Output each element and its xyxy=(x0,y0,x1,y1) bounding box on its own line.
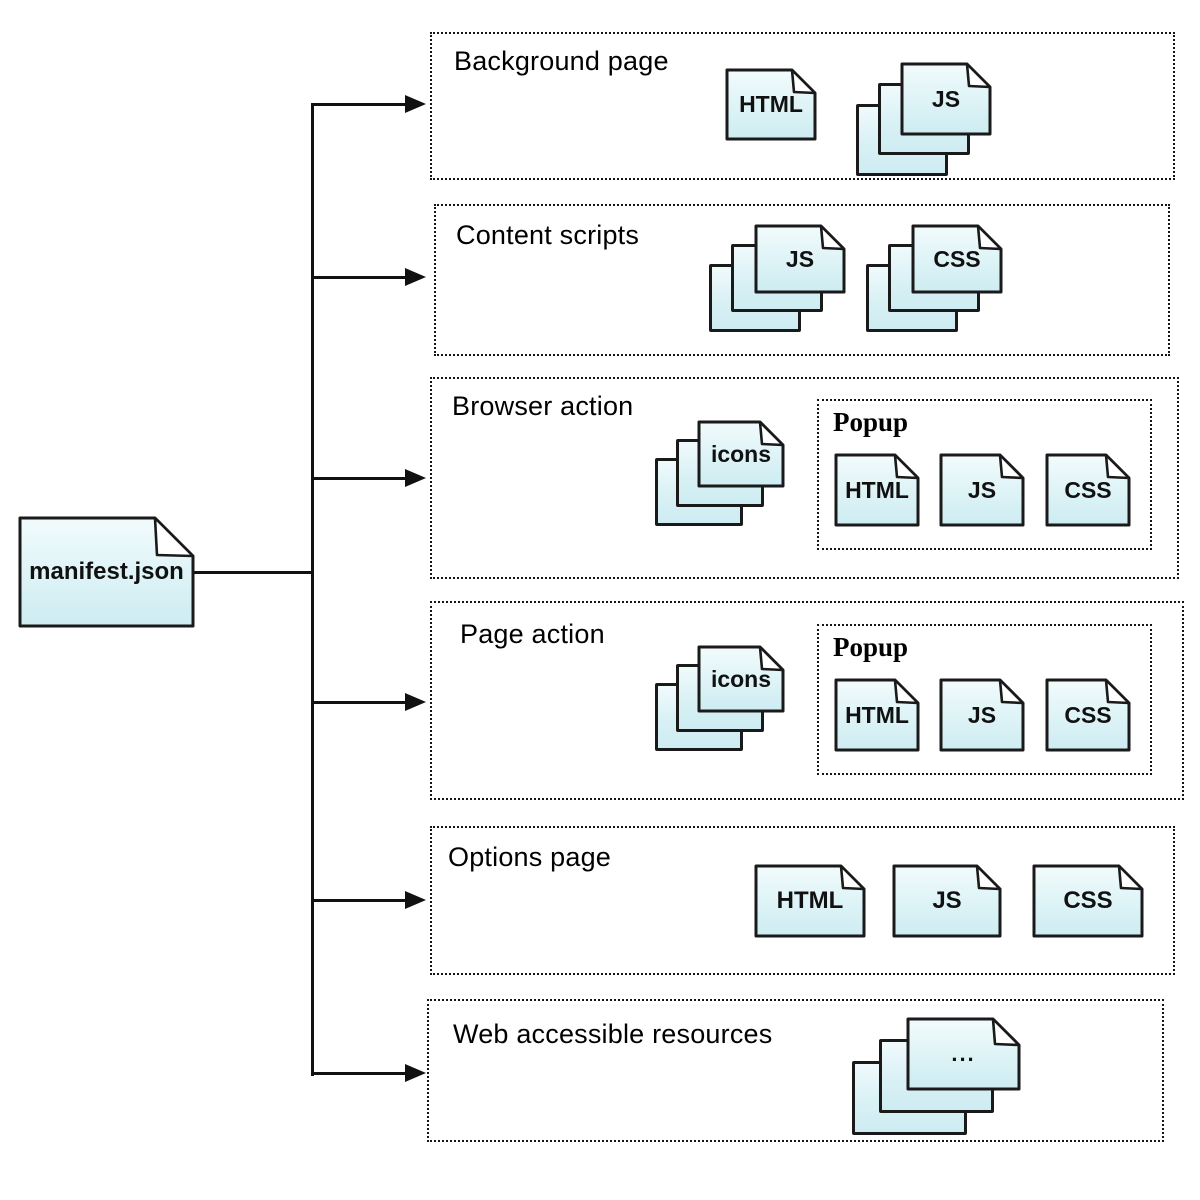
css-file-stack: CSS xyxy=(866,224,1003,334)
popup-css-file-icon: CSS xyxy=(1045,453,1131,527)
page-shape xyxy=(697,645,785,713)
section-title-options-page: Options page xyxy=(448,842,612,872)
section-title-web-accessible: Web accessible resources xyxy=(453,1019,773,1049)
popup-js-label: JS xyxy=(967,476,997,503)
js-file-icon: JS xyxy=(754,224,846,294)
popup-js-file-icon: JS xyxy=(939,678,1025,752)
popup-html-file-icon: HTML xyxy=(834,453,920,527)
manifest-json-label: manifest.json xyxy=(29,558,184,585)
html-file-icon: HTML xyxy=(754,864,866,938)
page-shape xyxy=(754,864,866,938)
css-file-label: CSS xyxy=(1063,887,1113,914)
manifest-connector-line xyxy=(193,571,313,574)
html-file-icon: HTML xyxy=(725,68,817,141)
popup-title: Popup xyxy=(833,632,909,662)
section-browser-action: Browser action icons Popup HTML JS CSS xyxy=(430,377,1179,579)
icons-file-label: icons xyxy=(710,665,772,692)
page-shape xyxy=(725,68,817,141)
arrow-to-page-action xyxy=(311,693,426,711)
page-shape xyxy=(18,516,195,628)
css-file-label: CSS xyxy=(933,245,981,272)
popup-js-label: JS xyxy=(967,701,997,728)
icons-file-icon: icons xyxy=(697,420,785,488)
js-file-icon: JS xyxy=(892,864,1002,938)
popup-css-label: CSS xyxy=(1064,476,1112,503)
icons-file-stack: icons xyxy=(655,645,785,753)
html-file-label: HTML xyxy=(776,887,844,914)
js-file-stack: JS xyxy=(709,224,846,334)
icons-file-icon: icons xyxy=(697,645,785,713)
section-content-scripts: Content scripts JS CSS xyxy=(434,204,1170,356)
manifest-json-document: manifest.json xyxy=(18,516,195,628)
trunk-line xyxy=(311,103,314,1076)
icons-file-stack: icons xyxy=(655,420,785,528)
js-file-icon: JS xyxy=(900,62,992,136)
js-file-label: JS xyxy=(785,245,815,272)
page-shape xyxy=(1032,864,1144,938)
popup-html-label: HTML xyxy=(845,476,909,503)
popup-js-file-icon: JS xyxy=(939,453,1025,527)
popup-html-label: HTML xyxy=(845,701,909,728)
arrow-to-content-scripts xyxy=(311,268,426,286)
page-shape xyxy=(939,453,1025,527)
page-shape xyxy=(892,864,1002,938)
section-title-page-action: Page action xyxy=(460,619,605,649)
page-shape xyxy=(754,224,846,294)
browser-action-popup-box: Popup HTML JS CSS xyxy=(817,399,1152,550)
section-background-page: Background page HTML JS xyxy=(430,32,1175,180)
arrow-to-options-page xyxy=(311,891,426,909)
section-title-content-scripts: Content scripts xyxy=(456,220,640,250)
page-shape xyxy=(911,224,1003,294)
resources-file-icon: ... xyxy=(906,1017,1021,1091)
section-web-accessible-resources: Web accessible resources ... xyxy=(427,999,1164,1142)
page-shape xyxy=(834,453,920,527)
page-shape xyxy=(1045,453,1131,527)
html-file-label: HTML xyxy=(739,91,803,117)
popup-title: Popup xyxy=(833,407,909,437)
page-shape xyxy=(697,420,785,488)
page-shape xyxy=(834,678,920,752)
popup-css-label: CSS xyxy=(1064,701,1112,728)
page-action-popup-box: Popup HTML JS CSS xyxy=(817,624,1152,775)
arrow-to-web-accessible xyxy=(311,1064,426,1082)
section-page-action: Page action icons Popup HTML JS CSS xyxy=(430,601,1184,800)
resources-file-label: ... xyxy=(951,1041,976,1066)
page-shape xyxy=(900,62,992,136)
popup-html-file-icon: HTML xyxy=(834,678,920,752)
page-shape xyxy=(1045,678,1131,752)
js-file-label: JS xyxy=(931,85,961,112)
section-title-background: Background page xyxy=(454,46,669,76)
page-shape xyxy=(939,678,1025,752)
page-shape xyxy=(906,1017,1021,1091)
js-file-stack: JS xyxy=(856,62,992,176)
js-file-label: JS xyxy=(932,887,962,914)
css-file-icon: CSS xyxy=(911,224,1003,294)
section-title-browser-action: Browser action xyxy=(452,391,634,421)
popup-css-file-icon: CSS xyxy=(1045,678,1131,752)
resources-file-stack: ... xyxy=(852,1017,1021,1135)
arrow-to-browser-action xyxy=(311,469,426,487)
section-options-page: Options page HTML JS CSS xyxy=(430,826,1175,975)
css-file-icon: CSS xyxy=(1032,864,1144,938)
arrow-to-background xyxy=(311,95,426,113)
icons-file-label: icons xyxy=(710,440,772,467)
